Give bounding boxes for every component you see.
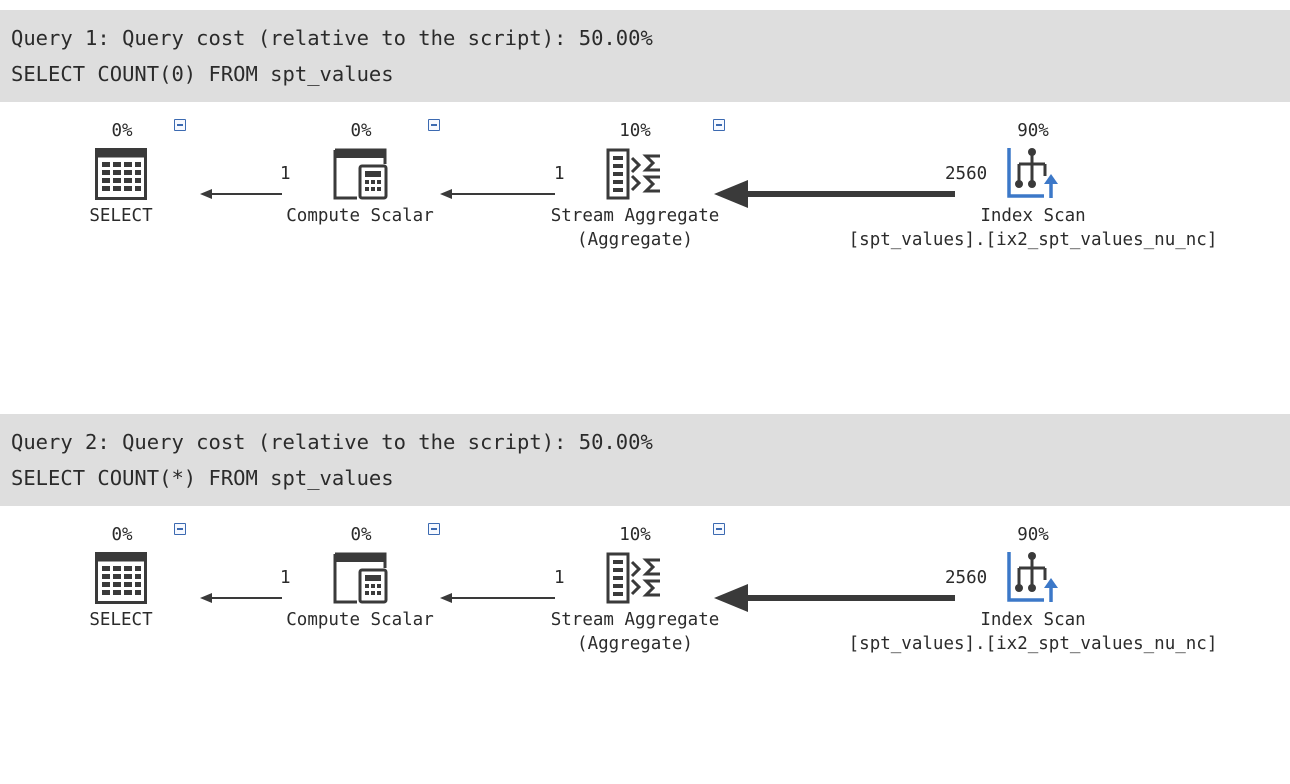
index-scan-name: Index Scan [980,206,1086,226]
compute-scalar-label: Compute Scalar [286,206,434,226]
row-count-compute-to-select: 1 [280,568,291,588]
select-table-icon[interactable] [95,148,147,200]
compute-scalar-collapse-button[interactable] [428,119,440,131]
select-collapse-button[interactable] [174,523,186,535]
index-scan-cost: 90% [1017,121,1049,141]
select-collapse-button[interactable] [174,119,186,131]
arrow-compute-to-select [200,189,282,199]
compute-scalar-collapse-button[interactable] [428,523,440,535]
query-2-execution-plan: 0% SELECT 1 0% [0,506,1290,776]
query-1-execution-plan: 0% SELECT 1 0% [0,102,1290,372]
index-scan-object: [spt_values].[ix2_spt_values_nu_nc] [848,634,1218,654]
query-2-header: Query 2: Query cost (relative to the scr… [0,414,1290,506]
stream-aggregate-sublabel: (Aggregate) [577,230,693,250]
query-1-sql-text: SELECT COUNT(0) FROM spt_values [11,62,394,86]
query-1-header: Query 1: Query cost (relative to the scr… [0,10,1290,102]
arrow-aggregate-to-compute [440,189,555,199]
stream-aggregate-sublabel: (Aggregate) [577,634,693,654]
select-cost: 0% [111,525,133,545]
index-scan-cost: 90% [1017,525,1049,545]
stream-aggregate-collapse-button[interactable] [713,119,725,131]
arrow-scan-to-aggregate [714,584,955,612]
stream-aggregate-icon[interactable] [606,552,664,604]
query-2-sql-text: SELECT COUNT(*) FROM spt_values [11,466,394,490]
arrow-aggregate-to-compute [440,593,555,603]
select-label: SELECT [89,610,153,630]
row-count-scan-to-aggregate: 2560 [945,164,988,184]
stream-aggregate-cost: 10% [619,121,651,141]
compute-scalar-cost: 0% [350,525,372,545]
index-scan-icon[interactable] [1006,550,1060,604]
stream-aggregate-name: Stream Aggregate [550,206,720,226]
select-label: SELECT [89,206,153,226]
index-scan-label: Index Scan [spt_values].[ix2_spt_values_… [849,608,1218,656]
compute-scalar-label: Compute Scalar [286,610,434,630]
stream-aggregate-name: Stream Aggregate [550,610,720,630]
query-1-cost-line: Query 1: Query cost (relative to the scr… [11,26,653,50]
stream-aggregate-cost: 10% [619,525,651,545]
stream-aggregate-label: Stream Aggregate (Aggregate) [551,204,720,252]
compute-scalar-cost: 0% [350,121,372,141]
select-table-icon[interactable] [95,552,147,604]
index-scan-label: Index Scan [spt_values].[ix2_spt_values_… [849,204,1218,252]
arrow-scan-to-aggregate [714,180,955,208]
query-2-block: Query 2: Query cost (relative to the scr… [0,404,1290,784]
compute-scalar-icon[interactable] [333,552,389,604]
arrow-compute-to-select [200,593,282,603]
query-1-block: Query 1: Query cost (relative to the scr… [0,0,1290,380]
row-count-scan-to-aggregate: 2560 [945,568,988,588]
index-scan-name: Index Scan [980,610,1086,630]
compute-scalar-icon[interactable] [333,148,389,200]
stream-aggregate-icon[interactable] [606,148,664,200]
row-count-compute-to-select: 1 [280,164,291,184]
stream-aggregate-collapse-button[interactable] [713,523,725,535]
row-count-aggregate-to-compute: 1 [554,568,565,588]
stream-aggregate-label: Stream Aggregate (Aggregate) [551,608,720,656]
index-scan-icon[interactable] [1006,146,1060,200]
row-count-aggregate-to-compute: 1 [554,164,565,184]
select-cost: 0% [111,121,133,141]
query-2-cost-line: Query 2: Query cost (relative to the scr… [11,430,653,454]
index-scan-object: [spt_values].[ix2_spt_values_nu_nc] [848,230,1218,250]
